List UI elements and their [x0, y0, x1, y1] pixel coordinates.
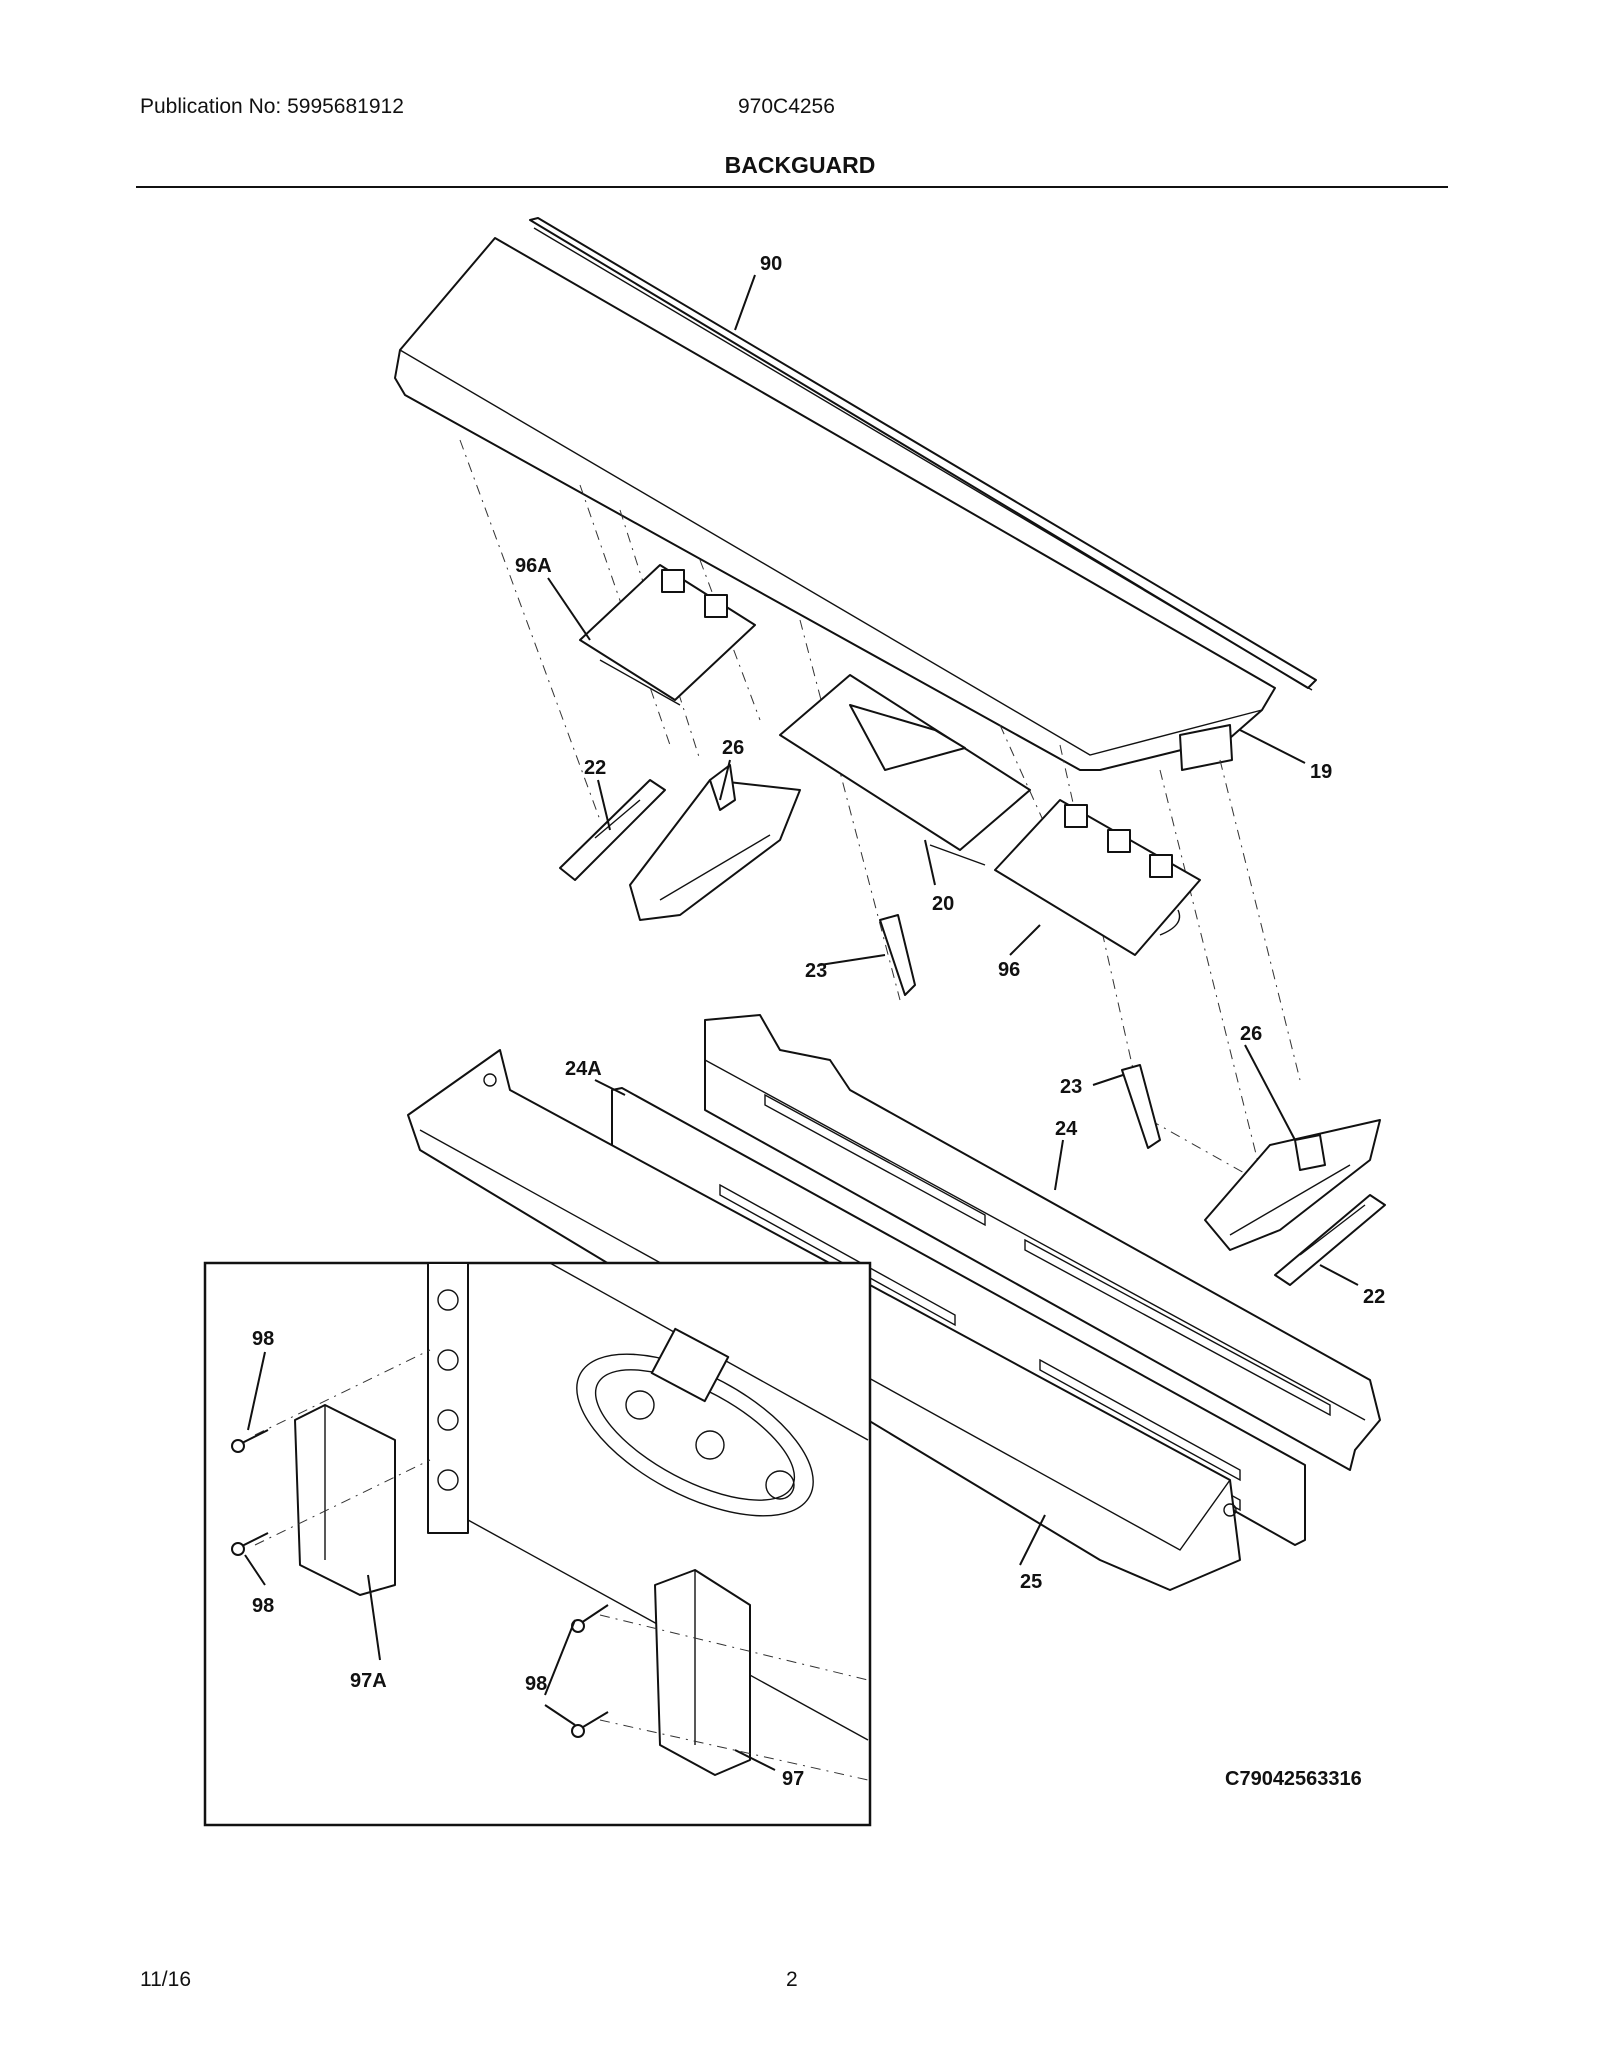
- page-title: BACKGUARD: [724, 152, 876, 178]
- callout-20: 20: [932, 893, 954, 915]
- header-divider: [136, 186, 1448, 188]
- part-96A-control-board: [579, 564, 756, 706]
- leader-lines: [244, 274, 1359, 1771]
- part-22-bracket-left: [559, 779, 666, 881]
- callout-22-left: 22: [584, 757, 606, 779]
- part-20-control-board: [779, 674, 1031, 866]
- callout-98-upper-left: 98: [252, 1328, 274, 1350]
- callout-23-upper: 23: [805, 960, 827, 982]
- part-23-bracket-lower: [1121, 1064, 1161, 1149]
- part-24-rear-panel: [704, 1014, 1381, 1471]
- callout-98-right: 98: [525, 1673, 547, 1695]
- callout-23-lower: 23: [1060, 1076, 1082, 1098]
- part-22-bracket-right: [1274, 1194, 1386, 1286]
- inset-detail-box: [203, 1261, 872, 1827]
- diagram-code: C79042563316: [1225, 1768, 1362, 1790]
- footer-date: 11/16: [140, 1968, 191, 1991]
- part-23-bracket-upper: [879, 914, 916, 996]
- callout-97A: 97A: [350, 1670, 387, 1692]
- callout-97: 97: [782, 1768, 804, 1790]
- page-number: 2: [786, 1968, 798, 1991]
- callout-96: 96: [998, 959, 1020, 981]
- callout-24: 24: [1055, 1118, 1078, 1140]
- callout-24A: 24A: [565, 1058, 602, 1080]
- part-26-bracket-right: [1204, 1119, 1381, 1251]
- part-26-bracket-left: [629, 764, 801, 921]
- publication-number: Publication No: 5995681912: [140, 95, 404, 118]
- model-number: 970C4256: [738, 95, 835, 118]
- callout-26-left: 26: [722, 737, 744, 759]
- callout-90: 90: [760, 253, 782, 275]
- part-90-trim: [529, 217, 1317, 691]
- callout-19: 19: [1310, 761, 1332, 783]
- part-96-control-board: [994, 799, 1201, 956]
- callout-26-right: 26: [1240, 1023, 1262, 1045]
- callout-96A: 96A: [515, 555, 552, 577]
- screw-icon: [231, 1429, 609, 1738]
- callout-98-lower-left: 98: [252, 1595, 274, 1617]
- callout-25: 25: [1020, 1571, 1042, 1593]
- callout-22-right: 22: [1363, 1286, 1385, 1308]
- part-19-backguard-cap: [394, 237, 1276, 771]
